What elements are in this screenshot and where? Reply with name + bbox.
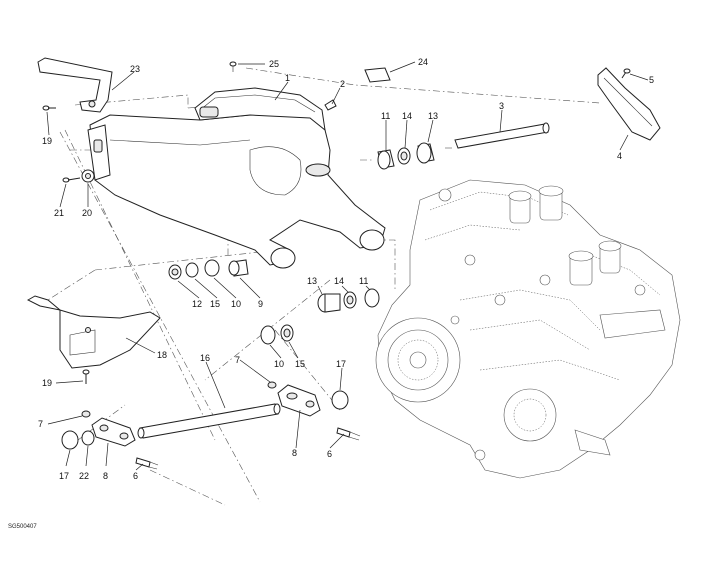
callout-24: 24 (418, 57, 428, 67)
chain-guide-part-4 (597, 67, 661, 141)
eccentric-plate-part-8-right (277, 384, 321, 417)
washer-part-17-right (331, 390, 349, 410)
spacer-part-22 (81, 430, 95, 446)
bracket-part-23 (37, 57, 113, 113)
callout-18: 18 (157, 350, 167, 360)
callout-23: 23 (130, 64, 140, 74)
callout-17-left: 17 (59, 471, 69, 481)
callout-20: 20 (82, 208, 92, 218)
nut-part-7-left (81, 410, 91, 418)
bushing-set-center (260, 324, 294, 345)
callout-1: 1 (285, 73, 290, 83)
washer-part-17-left (61, 430, 79, 450)
callout-14-upper: 14 (402, 111, 412, 121)
screw-part-25 (229, 61, 237, 72)
callout-13-lower: 13 (307, 276, 317, 286)
callout-19-upper: 19 (42, 136, 52, 146)
callout-21: 21 (54, 208, 64, 218)
callout-6-right: 6 (327, 449, 332, 459)
callout-numbers: 1 2 3 4 5 6 6 7 7 8 8 9 10 10 11 11 12 1… (38, 57, 654, 481)
callout-3: 3 (499, 101, 504, 111)
callout-15-upper: 15 (210, 299, 220, 309)
drawing-code: SG500407 (8, 524, 37, 530)
screw-part-5 (621, 68, 631, 79)
screw-part-19-lower (82, 369, 90, 384)
stud-part-6-right (336, 427, 361, 441)
callout-13-upper: 13 (428, 111, 438, 121)
callout-16: 16 (200, 353, 210, 363)
callout-10-lower: 10 (274, 359, 284, 369)
chain-cover-part-18 (26, 295, 161, 369)
plate-part-24 (364, 67, 391, 83)
nut-part-7-right (267, 381, 277, 389)
screw-part-21 (62, 177, 81, 183)
callout-7-left: 7 (38, 419, 43, 429)
callout-22: 22 (79, 471, 89, 481)
pivot-shaft-part-16 (137, 403, 281, 439)
callout-8-right: 8 (292, 448, 297, 458)
bushing-set-middle (168, 259, 249, 280)
stud-part-6-left (135, 457, 159, 470)
engine-block (375, 179, 681, 479)
bushing-set-upper (377, 142, 435, 170)
callout-19-lower: 19 (42, 378, 52, 388)
axle-part-3 (454, 122, 550, 149)
callout-7-right: 7 (235, 355, 240, 365)
callout-12: 12 (192, 299, 202, 309)
callout-15-lower: 15 (295, 359, 305, 369)
callout-6-left: 6 (133, 471, 138, 481)
bushing-part-20 (81, 169, 95, 183)
callout-11-upper: 11 (381, 111, 390, 121)
eccentric-plate-part-8-left (91, 417, 136, 447)
callout-4: 4 (617, 151, 622, 161)
callout-2: 2 (340, 79, 345, 89)
callout-9: 9 (258, 299, 263, 309)
swingarm-part-1 (87, 87, 386, 269)
leader-lines (46, 61, 649, 471)
callout-11-lower: 11 (359, 276, 368, 286)
callout-25: 25 (269, 59, 279, 69)
bushing-set-lower (317, 288, 380, 313)
callout-17-right: 17 (336, 359, 346, 369)
callout-10-upper: 10 (231, 299, 241, 309)
grease-nipple-part-2 (324, 99, 337, 111)
callout-5: 5 (649, 75, 654, 85)
screw-part-19 (42, 105, 56, 111)
callout-14-lower: 14 (334, 276, 344, 286)
callout-8-left: 8 (103, 471, 108, 481)
